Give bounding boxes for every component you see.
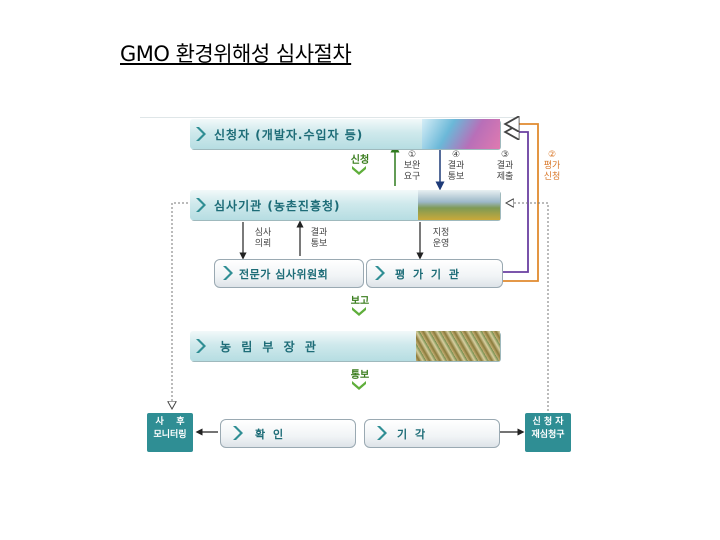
committee-box: 전문가 심사위원회	[214, 259, 364, 288]
applicant-label: 신청자 (개발자.수입자 등)	[214, 128, 364, 142]
review-request-label: 심사 의뢰	[254, 228, 272, 249]
report-tag: 보고	[350, 296, 370, 307]
reject-box: 기 각	[364, 419, 500, 448]
followup-dotted-line	[172, 202, 188, 408]
step4-label: ④ 결과 통보	[447, 150, 465, 182]
applicant-band: 신청자 (개발자.수입자 등)	[190, 119, 500, 149]
chevron-right-icon	[375, 266, 385, 280]
committee-label: 전문가 심사위원회	[239, 268, 329, 281]
lab-photo	[422, 119, 500, 149]
chevron-down-icon	[352, 307, 366, 316]
step3-label: ③ 결과 제출	[496, 150, 514, 182]
ministry-band: 농 림 부 장 관	[190, 331, 500, 361]
review-agency-band: 심사기관 (농촌진흥청)	[190, 190, 500, 220]
followup-monitoring-box: 사 후 모니터링	[147, 413, 193, 452]
review-agency-label: 심사기관 (농촌진흥청)	[214, 199, 341, 213]
reapply-dotted-line	[507, 203, 549, 411]
page-title: GMO 환경위해성 심사절차	[120, 42, 352, 66]
ministry-label: 농 림 부 장 관	[220, 340, 319, 354]
apply-tag: 신청	[350, 155, 370, 166]
reapply-box: 신 청 자 재심청구	[525, 413, 571, 452]
designate-label: 지정 운영	[432, 228, 450, 249]
confirm-label: 확 인	[255, 428, 286, 441]
step1-label: ① 보완 요구	[403, 150, 421, 182]
top-divider	[140, 117, 515, 118]
chevron-right-icon	[223, 266, 233, 280]
evaluation-label: 평 가 기 관	[395, 268, 461, 281]
reject-label: 기 각	[397, 428, 428, 441]
chevron-right-icon	[196, 198, 206, 212]
grain-photo	[416, 331, 500, 361]
chevron-down-icon	[352, 381, 366, 390]
committee-result-label: 결과 통보	[310, 228, 328, 249]
evaluation-box: 평 가 기 관	[366, 259, 503, 288]
chevron-down-icon	[352, 166, 366, 175]
chevron-right-icon	[233, 426, 243, 440]
chevron-right-icon	[196, 127, 206, 141]
step2-label: ② 평가 신청	[543, 150, 561, 182]
chevron-right-icon	[196, 339, 206, 353]
chevron-right-icon	[377, 426, 387, 440]
notify-tag: 통보	[350, 370, 370, 381]
confirm-box: 확 인	[220, 419, 356, 448]
landscape-photo	[418, 190, 500, 220]
